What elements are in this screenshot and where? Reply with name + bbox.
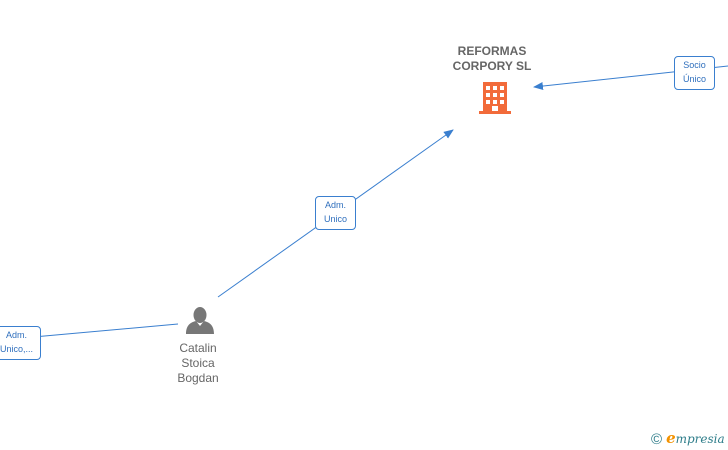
edge-label-line2: Único [682,74,706,84]
empresia-logo[interactable]: ©empresia [651,429,725,448]
edge-label-line1: Adm. [324,200,346,210]
edge-label-line2: Unico,... [0,344,33,354]
edge-label-socio-unico[interactable]: Socio Único [674,56,715,90]
edge-label-line1: Adm. [5,330,27,340]
edge-label-line2: Unico [323,214,347,224]
building-icon[interactable] [479,82,511,114]
brand-e: e [666,429,676,447]
company-name-line2: CORPORY SL [452,59,532,73]
person-name-line3: Bogdan [177,371,219,385]
company-name[interactable]: REFORMAS CORPORY SL [432,44,552,74]
person-name-line1: Catalin [179,341,217,355]
brand-rest: mpresia [675,432,725,446]
person-name[interactable]: Catalin Stoica Bogdan [158,341,238,386]
edge-label-adm-unico-other[interactable]: Adm. Unico,... [0,326,41,360]
person-icon[interactable] [186,307,214,334]
company-name-line1: REFORMAS [457,44,527,58]
copyright-icon: © [651,431,663,448]
edge-label-line1: Socio [683,60,706,70]
edge-label-adm-unico[interactable]: Adm. Unico [315,196,356,230]
person-name-line2: Stoica [181,356,215,370]
